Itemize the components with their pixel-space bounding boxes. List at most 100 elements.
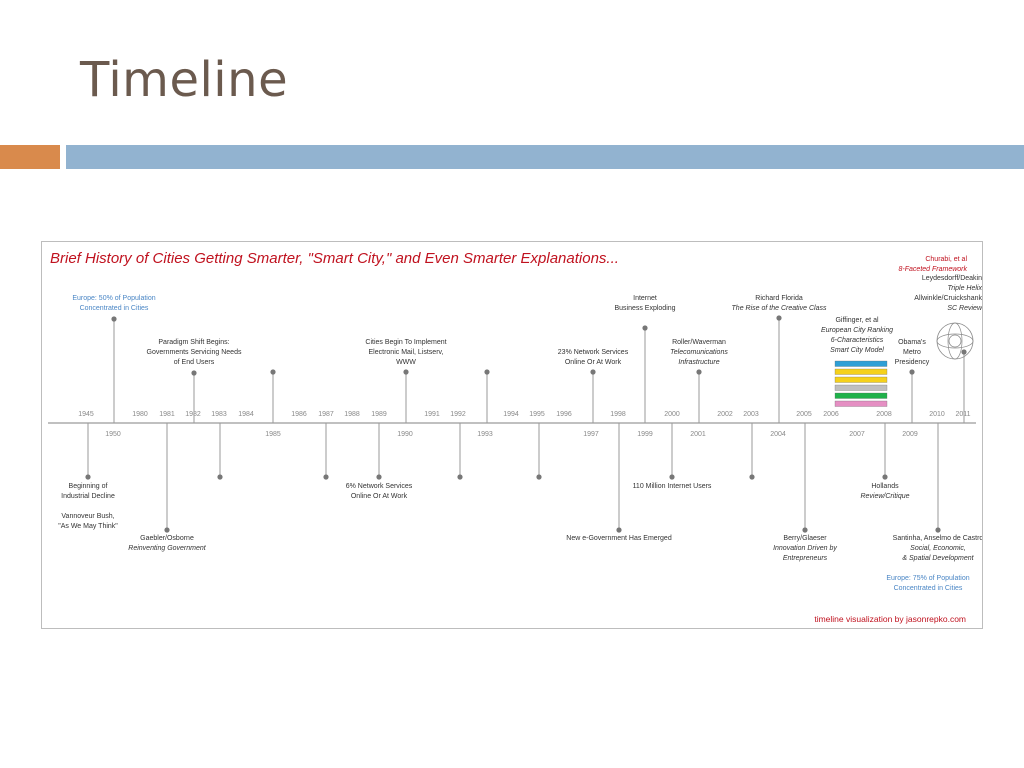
- year-label-top: 1980: [132, 411, 148, 418]
- event-text-line: "As We May Think": [58, 523, 118, 530]
- event-text-line: Presidency: [895, 359, 930, 366]
- event-label: 110 Million Internet Users: [633, 483, 712, 490]
- event-text-line: Churabi, et al: [925, 256, 967, 263]
- legend-swatch: [834, 360, 888, 367]
- event-text-line: 110 Million Internet Users: [633, 483, 712, 490]
- year-label-bottom: 1999: [637, 431, 653, 438]
- event-text-line: Business Exploding: [614, 305, 675, 312]
- event-marker: [802, 527, 808, 533]
- event-marker: [749, 474, 755, 480]
- event-text-line: Paradigm Shift Begins:: [158, 339, 229, 346]
- event-text-line: Smart City Model: [830, 347, 884, 354]
- event-text-line: Internet: [633, 295, 657, 302]
- event-text-line: Reinventing Government: [128, 545, 206, 552]
- event-label: Paradigm Shift Begins: Governments Servic…: [147, 339, 242, 366]
- event-text-line: Hollands: [871, 483, 899, 490]
- event-text-line: Richard Florida: [755, 295, 803, 302]
- year-label-top: 1981: [159, 411, 175, 418]
- year-label-top: 1996: [556, 411, 572, 418]
- event-text-line: European City Ranking: [821, 327, 893, 334]
- event-marker: [935, 527, 941, 533]
- year-label-top: 2003: [743, 411, 759, 418]
- year-label-top: 1995: [529, 411, 545, 418]
- event-text-line: Obama's: [898, 339, 926, 346]
- legend-swatch: [834, 384, 888, 391]
- year-label-top: 2010: [929, 411, 945, 418]
- event-text-line: 6-Characteristics: [831, 337, 884, 344]
- event-text-line: Online Or At Work: [351, 493, 408, 500]
- event-text-line: Social, Economic,: [910, 545, 966, 552]
- event-marker: [164, 527, 170, 533]
- year-label-bottom: 2007: [849, 431, 865, 438]
- smart-city-model-legend: [834, 360, 888, 407]
- year-label-top: 1987: [318, 411, 334, 418]
- event-marker: [669, 474, 675, 480]
- year-label-top: 1989: [371, 411, 387, 418]
- year-label-bottom: 2009: [902, 431, 918, 438]
- event-text-line: 8-Faceted Framework: [899, 266, 968, 273]
- event-text-line: Europe: 75% of Population: [886, 575, 969, 582]
- year-label-top: 1998: [610, 411, 626, 418]
- event-text-line: Concentrated in Cities: [80, 305, 149, 312]
- year-label-top: 1983: [211, 411, 227, 418]
- year-label-top: 1992: [450, 411, 466, 418]
- event-text-line: & Spatial Development: [902, 555, 974, 562]
- year-label-top: 2006: [823, 411, 839, 418]
- accent-bar-orange: [0, 145, 60, 169]
- event-marker: [85, 474, 91, 480]
- legend-swatch: [834, 376, 888, 383]
- event-marker: [270, 369, 276, 375]
- event-text-line: Allwinkle/Cruickshank: [914, 295, 982, 302]
- event-text-line: Santinha, Anselmo de Castro: [893, 535, 982, 542]
- page-title: Timeline: [80, 52, 289, 108]
- event-text-line: Cities Begin To Implement: [365, 339, 446, 346]
- year-label-top: 2002: [717, 411, 733, 418]
- year-label-top: 1984: [238, 411, 254, 418]
- event-label: Roller/WavermanTelecomunicationsInfrastr…: [670, 339, 728, 366]
- event-text-line: Governments Servicing Needs: [147, 349, 242, 356]
- year-label-top: 1991: [424, 411, 440, 418]
- legend-swatch: [834, 400, 888, 407]
- event-text-line: The Rise of the Creative Class: [732, 305, 827, 312]
- accent-bar-blue: [66, 145, 1024, 169]
- event-text-line: Concentrated in Cities: [894, 585, 963, 592]
- event-marker: [909, 369, 915, 375]
- event-marker: [616, 527, 622, 533]
- credit-text: timeline visualization by jasonrepko.com: [814, 614, 966, 624]
- year-label-top: 1994: [503, 411, 519, 418]
- event-marker: [111, 316, 117, 322]
- year-label-top: 2008: [876, 411, 892, 418]
- legend-swatch: [834, 368, 888, 375]
- year-label-bottom: 2004: [770, 431, 786, 438]
- event-text-line: Roller/Waverman: [672, 339, 726, 346]
- event-marker: [536, 474, 542, 480]
- year-label-top: 2000: [664, 411, 680, 418]
- event-marker: [961, 349, 967, 355]
- event-marker: [882, 474, 888, 480]
- year-label-bottom: 1985: [265, 431, 281, 438]
- timeline-figure: Brief History of Cities Getting Smarter,…: [41, 241, 983, 629]
- event-marker: [403, 369, 409, 375]
- event-text-line: 6% Network Services: [346, 483, 413, 490]
- year-label-top: 2005: [796, 411, 812, 418]
- year-label-bottom: 1990: [397, 431, 413, 438]
- event-label: New e-Government Has Emerged: [566, 535, 672, 542]
- event-text-line: Review/Critique: [860, 493, 909, 500]
- year-label-bottom: 1997: [583, 431, 599, 438]
- event-marker: [590, 369, 596, 375]
